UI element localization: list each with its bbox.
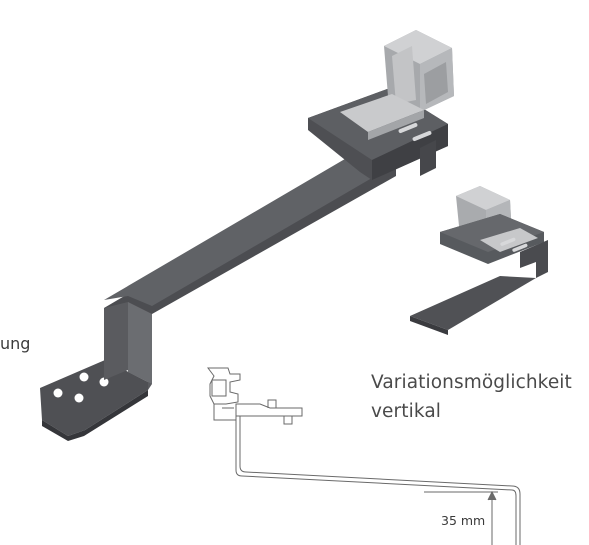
main-bracket — [40, 30, 454, 441]
variation-caption-line2: vertikal — [371, 401, 441, 422]
variation-caption: Variationsmöglichkeit vertikal — [371, 368, 572, 426]
long-arm-top — [104, 156, 396, 306]
dimension-label: 35 mm — [441, 513, 486, 528]
down-tab — [420, 140, 436, 176]
upper-plate-side — [372, 124, 448, 180]
riser-face — [128, 296, 152, 384]
hole-4 — [74, 393, 84, 403]
technical-drawing — [207, 367, 521, 545]
hole-1 — [79, 372, 89, 382]
slot-1 — [398, 123, 418, 133]
hole-3 — [53, 388, 63, 398]
foot-plate — [40, 360, 148, 436]
hole-2 — [99, 377, 109, 387]
small-bracket — [410, 186, 548, 335]
clip-main — [340, 30, 454, 140]
partial-label: ung — [0, 334, 31, 353]
variation-caption-line1: Variationsmöglichkeit — [371, 372, 572, 393]
slot-2 — [412, 131, 432, 141]
small-base-plate — [410, 276, 536, 330]
